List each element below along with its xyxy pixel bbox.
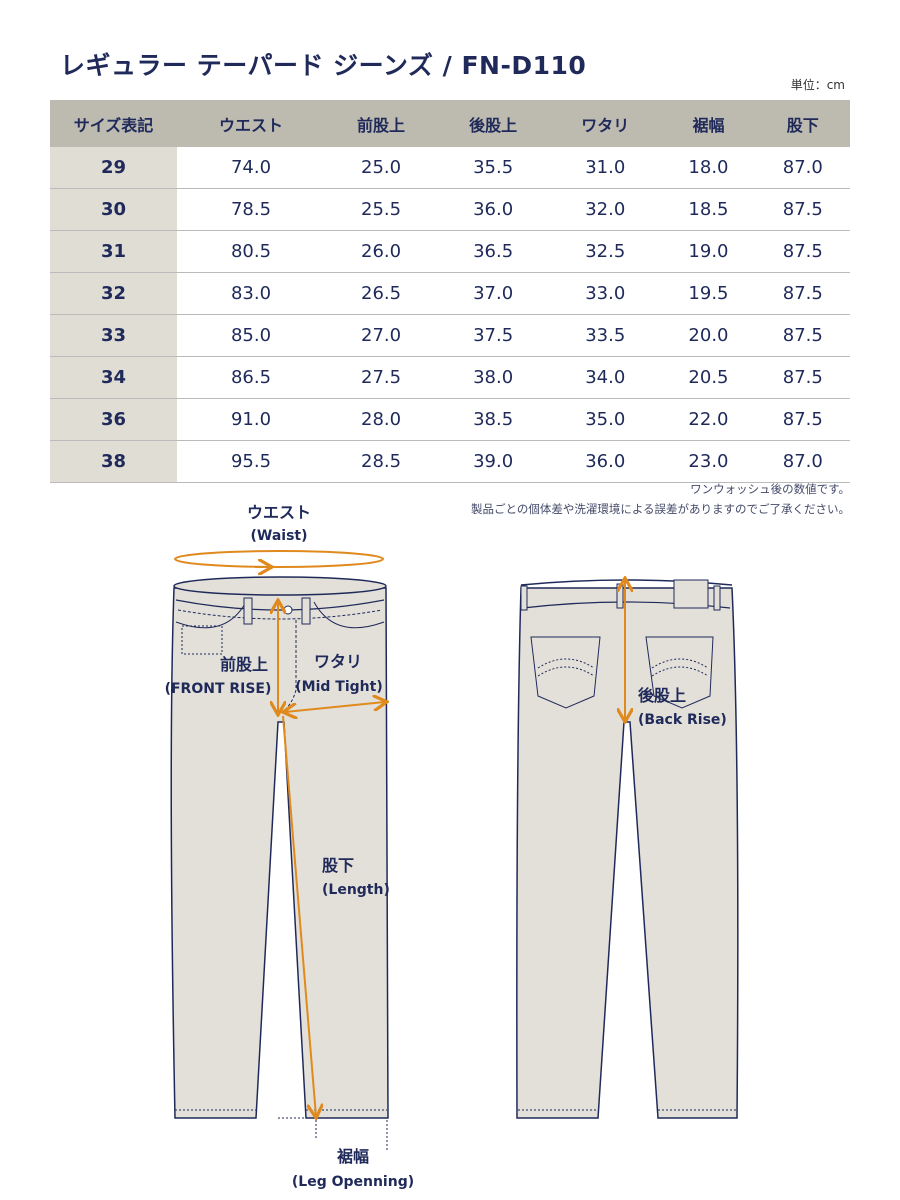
measurement-cell: 34.0 <box>549 356 662 399</box>
mid-tight-arrow <box>285 702 385 712</box>
waist-measure-ellipse <box>174 550 384 568</box>
front-rise-label-jp: 前股上 <box>220 655 268 674</box>
note-variance: 製品ごとの個体差や洗濯環境による誤差がありますのでご了承ください。 <box>470 502 850 516</box>
column-header: 前股上 <box>324 100 438 147</box>
size-cell: 32 <box>50 272 177 315</box>
measurement-cell: 35.5 <box>437 147 550 189</box>
column-header: ウエスト <box>177 100 325 147</box>
measurement-cell: 27.5 <box>324 356 438 399</box>
length-label-jp: 股下 <box>322 856 354 875</box>
measurement-cell: 25.5 <box>324 188 438 231</box>
measurement-cell: 39.0 <box>437 440 550 483</box>
measurement-cell: 87.5 <box>755 314 850 357</box>
waist-label-jp: ウエスト <box>247 503 311 522</box>
back-rise-label-jp: 後股上 <box>638 686 686 705</box>
measurement-cell: 36.5 <box>437 230 550 273</box>
measurement-cell: 20.5 <box>661 356 756 399</box>
mid-tight-label-en: (Mid Tight) <box>295 679 382 695</box>
measurement-cell: 87.5 <box>755 188 850 231</box>
measurement-cell: 28.5 <box>324 440 438 483</box>
front-rise-label-en: (FRONT RISE) <box>165 681 272 697</box>
measurement-cell: 74.0 <box>177 147 325 189</box>
mid-tight-label-jp: ワタリ <box>314 652 362 671</box>
front-jeans-illustration <box>170 576 389 1119</box>
measurement-cell: 33.0 <box>549 272 662 315</box>
note-wash: ワンウォッシュ後の数値です。 <box>690 482 850 496</box>
measurement-cell: 26.5 <box>324 272 438 315</box>
back-rise-label-en: (Back Rise) <box>638 712 727 728</box>
length-label-en: (Length) <box>322 882 390 898</box>
page-title: レギュラー テーパード ジーンズ / FN-D110 <box>60 51 587 80</box>
measurement-cell: 87.5 <box>755 230 850 273</box>
column-header: ワタリ <box>549 100 662 147</box>
measurement-cell: 83.0 <box>177 272 325 315</box>
size-cell: 34 <box>50 356 177 399</box>
measurement-cell: 87.0 <box>755 147 850 189</box>
measurement-cell: 38.0 <box>437 356 550 399</box>
measurement-cell: 86.5 <box>177 356 325 399</box>
measurement-cell: 26.0 <box>324 230 438 273</box>
size-cell: 33 <box>50 314 177 357</box>
measurement-cell: 87.0 <box>755 440 850 483</box>
measurement-cell: 19.0 <box>661 230 756 273</box>
length-arrow <box>282 715 316 1116</box>
measurement-cell: 28.0 <box>324 398 438 441</box>
column-header: 裾幅 <box>661 100 756 147</box>
measurement-cell: 78.5 <box>177 188 325 231</box>
measurement-cell: 20.0 <box>661 314 756 357</box>
column-header: 股下 <box>755 100 850 147</box>
measurement-cell: 80.5 <box>177 230 325 273</box>
size-cell: 31 <box>50 230 177 273</box>
measurement-cell: 32.5 <box>549 230 662 273</box>
measurement-cell: 38.5 <box>437 398 550 441</box>
leg-opening-label-jp: 裾幅 <box>337 1147 369 1166</box>
measurement-cell: 25.0 <box>324 147 438 189</box>
measurement-cell: 85.0 <box>177 314 325 357</box>
size-cell: 36 <box>50 398 177 441</box>
measurement-cell: 18.0 <box>661 147 756 189</box>
measurement-cell: 37.5 <box>437 314 550 357</box>
measurement-cell: 33.5 <box>549 314 662 357</box>
size-cell: 29 <box>50 147 177 189</box>
measurement-cell: 27.0 <box>324 314 438 357</box>
measurement-cell: 36.0 <box>437 188 550 231</box>
measurement-cell: 87.5 <box>755 398 850 441</box>
measurement-cell: 95.5 <box>177 440 325 483</box>
column-header: サイズ表記 <box>50 100 177 147</box>
measurement-cell: 23.0 <box>661 440 756 483</box>
table-header-row: サイズ表記ウエスト前股上後股上ワタリ裾幅股下 <box>50 100 850 147</box>
unit-label: 単位：cm <box>790 78 845 92</box>
measurement-cell: 35.0 <box>549 398 662 441</box>
measurement-cell: 36.0 <box>549 440 662 483</box>
waist-label-en: (Waist) <box>250 528 307 544</box>
measurement-cell: 19.5 <box>661 272 756 315</box>
back-jeans-illustration <box>516 579 739 1119</box>
leg-opening-label-en: (Leg Openning) <box>292 1174 414 1190</box>
measurement-cell: 91.0 <box>177 398 325 441</box>
measurement-cell: 37.0 <box>437 272 550 315</box>
measurement-cell: 18.5 <box>661 188 756 231</box>
size-cell: 30 <box>50 188 177 231</box>
measurement-cell: 87.5 <box>755 356 850 399</box>
measurement-cell: 22.0 <box>661 398 756 441</box>
measurement-cell: 32.0 <box>549 188 662 231</box>
measurement-cell: 31.0 <box>549 147 662 189</box>
measurement-cell: 87.5 <box>755 272 850 315</box>
column-header: 後股上 <box>437 100 550 147</box>
size-cell: 38 <box>50 440 177 483</box>
